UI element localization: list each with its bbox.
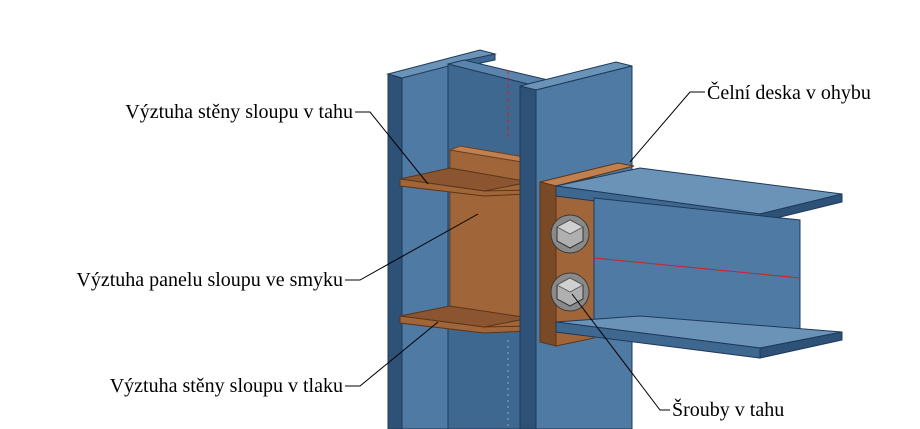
leader-end-plate — [629, 91, 705, 163]
beam-web — [593, 197, 801, 331]
label-bolts-tension: Šrouby v tahu — [672, 397, 784, 421]
bolt-lower-head-face — [556, 277, 584, 293]
beam-bottom-flange-end — [759, 331, 843, 359]
leader-bolts — [571, 293, 670, 411]
label-web-stiffener-tension: Výztuha stěny sloupu v tahu — [125, 101, 353, 123]
beam-centerline — [593, 257, 801, 279]
label-web-stiffener-compression: Výztuha stěny sloupu v tlaku — [110, 375, 343, 397]
leader-web-stiffener-compression — [345, 321, 439, 387]
end-plate-side — [539, 181, 557, 347]
leader-web-stiffener-tension — [355, 111, 429, 185]
column-left-flange-front — [401, 63, 449, 429]
label-panel-stiffener-shear: Výztuha panelu sloupu ve smyku — [76, 269, 343, 291]
beam — [555, 167, 843, 359]
bolt-lower — [550, 272, 590, 312]
leader-lines — [345, 91, 705, 411]
bolt-upper — [550, 214, 590, 254]
column-left-flange-face — [387, 73, 403, 429]
label-end-plate-bending: Čelní deska v ohybu — [707, 80, 871, 104]
column-front-flange-side — [519, 85, 537, 429]
bolt-upper-head-face — [556, 219, 584, 235]
leader-panel-stiffener — [345, 213, 479, 281]
